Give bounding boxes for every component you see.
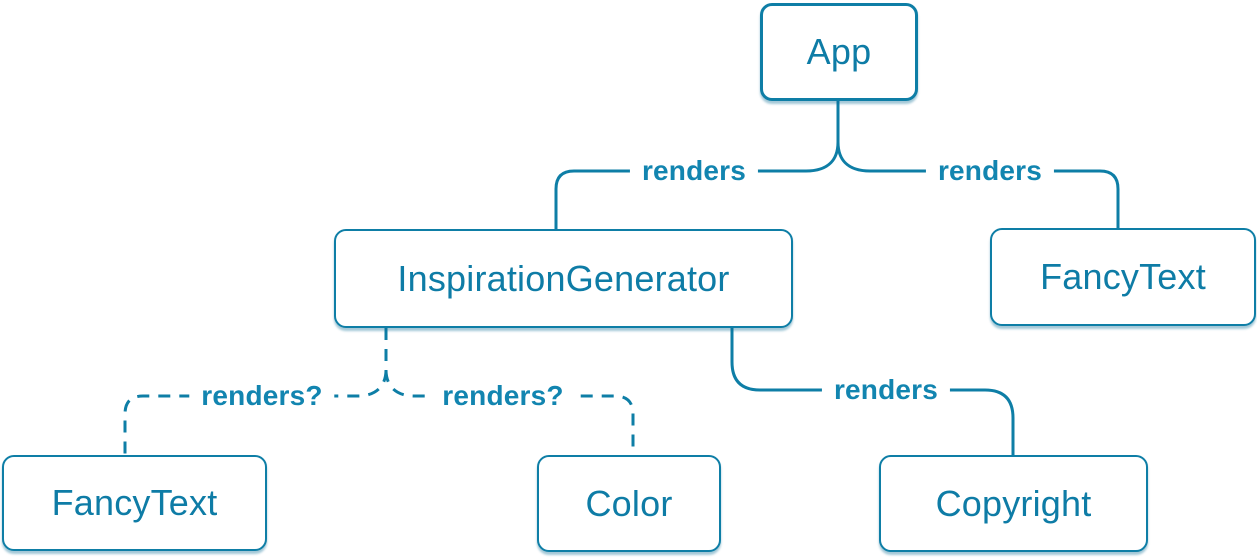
node-copyright-label: Copyright xyxy=(935,482,1092,524)
edge-label-renders-left: renders xyxy=(629,153,759,189)
edge-label-renders-question-right: renders? xyxy=(430,378,576,414)
node-app: App xyxy=(760,3,918,101)
node-copyright: Copyright xyxy=(879,455,1148,552)
node-fancytext-top-label: FancyText xyxy=(1040,256,1206,297)
edge-label-renders-copyright: renders xyxy=(821,372,951,408)
node-color-label: Color xyxy=(585,482,673,524)
node-color: Color xyxy=(537,455,721,552)
node-inspiration-generator: InspirationGenerator xyxy=(334,229,793,328)
node-fancytext-bottom-label: FancyText xyxy=(51,482,218,523)
node-fancytext-bottom: FancyText xyxy=(2,455,267,551)
edge-app-to-fancytext xyxy=(836,141,1120,228)
node-fancytext-top: FancyText xyxy=(990,228,1256,326)
node-inspiration-generator-label: InspirationGenerator xyxy=(397,257,730,299)
edge-label-renders-question-left: renders? xyxy=(189,378,335,414)
edge-label-renders-right: renders xyxy=(925,153,1055,189)
node-app-label: App xyxy=(806,31,872,72)
